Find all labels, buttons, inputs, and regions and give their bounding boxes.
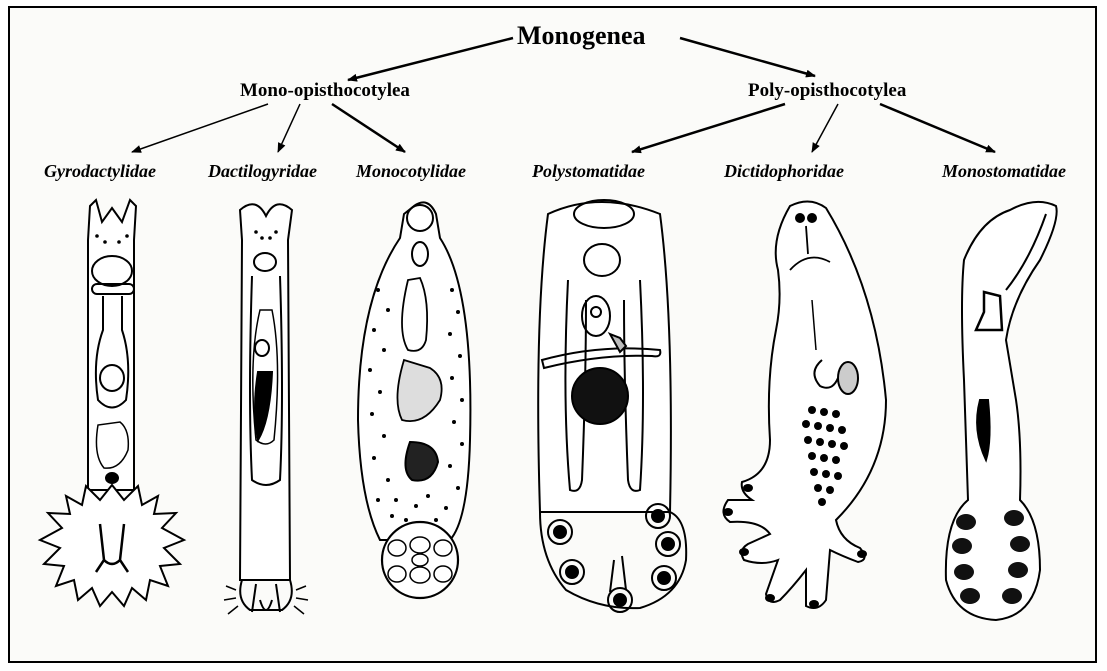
arrow-poly-to-polystomatidae [632,104,785,152]
family-label-gyrodactylidae: Gyrodactylidae [44,162,156,180]
root-label: Monogenea [517,23,646,49]
monocotylidae-illustration [358,202,470,598]
monocotylidae-opisthaptor [382,522,458,598]
dactilogyridae-illustration [224,204,308,614]
polystomatidae-illustration [538,200,686,612]
gyrodactylidae-opisthaptor [40,485,184,606]
family-label-dactilogyridae: Dactilogyridae [208,162,317,180]
arrow-root-to-poly [680,38,815,76]
arrow-poly-to-monostomatidae [880,104,995,152]
arrow-mono-to-gyrodactylidae [132,104,268,152]
arrow-poly-to-dictidophoridae [812,104,838,152]
class-label-mono-opisthocotylea: Mono-opisthocotylea [240,81,410,100]
polystomatidae-suckers [548,504,680,612]
family-label-polystomatidae: Polystomatidae [532,162,645,180]
family-label-monostomatidae: Monostomatidae [942,162,1066,180]
arrow-root-to-mono [348,38,513,80]
monostomatidae-illustration [946,202,1057,620]
family-label-dictidophoridae: Dictidophoridae [724,162,844,180]
dictidophoridae-illustration [723,201,886,608]
class-label-poly-opisthocotylea: Poly-opisthocotylea [748,81,906,100]
gyrodactylidae-illustration [40,200,184,606]
arrow-mono-to-dactilogyridae [278,104,300,152]
arrow-mono-to-monocotylidae [332,104,405,152]
family-label-monocotylidae: Monocotylidae [356,162,466,180]
